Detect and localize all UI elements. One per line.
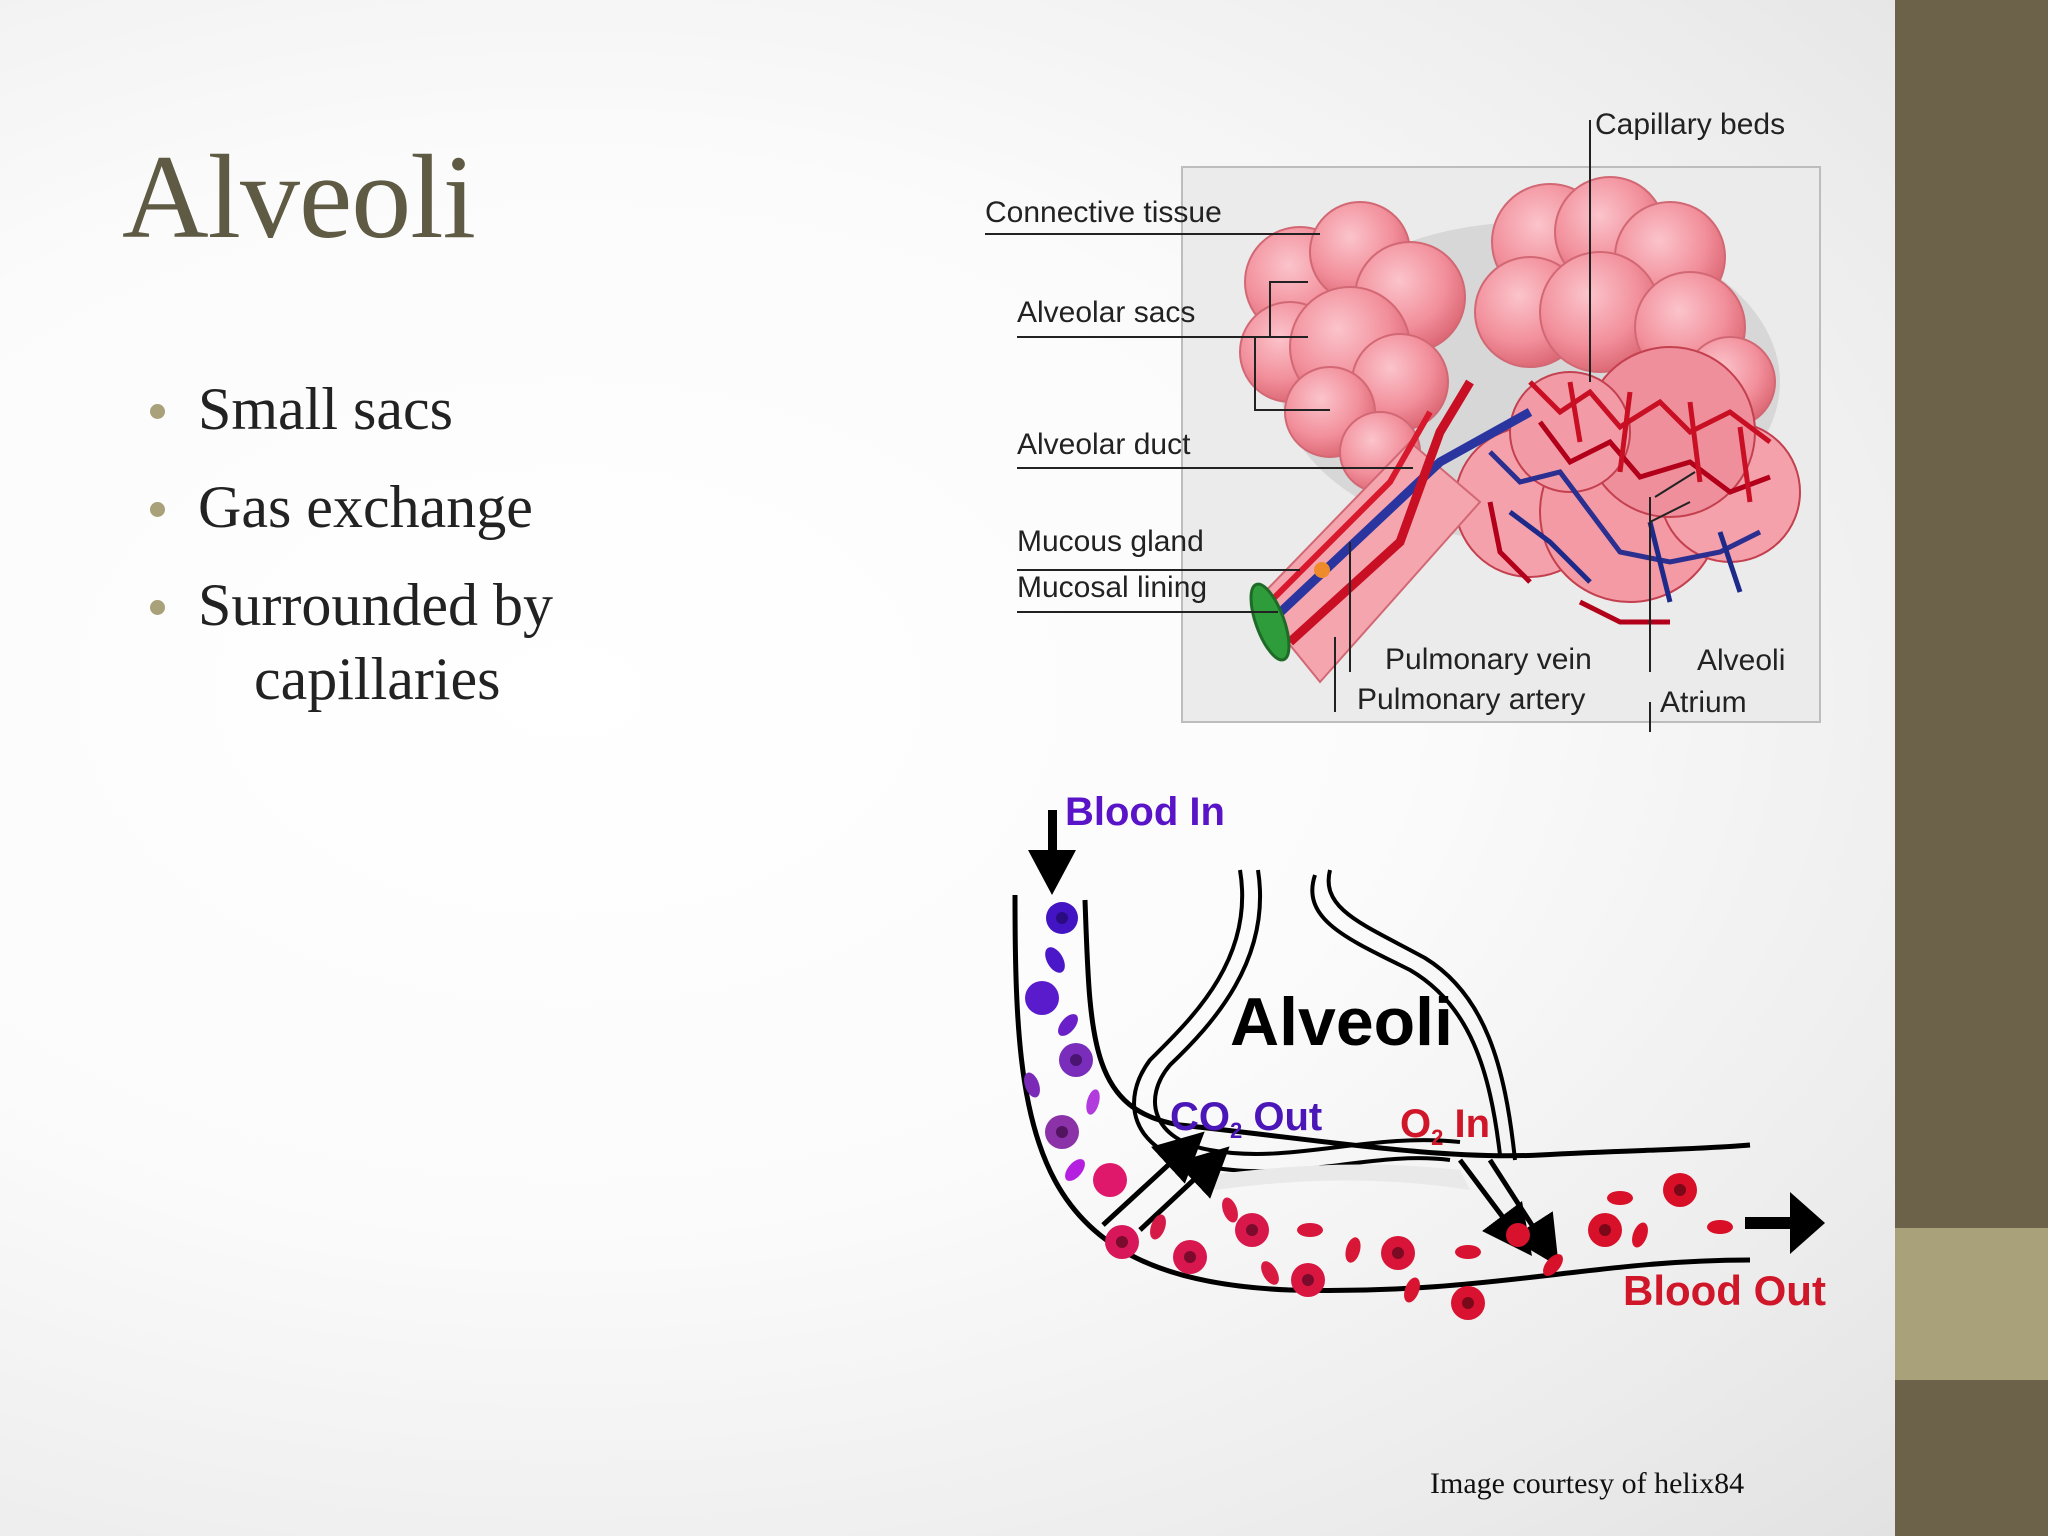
bullet-item: Gas exchange xyxy=(148,470,553,544)
blood-in-label: Blood In xyxy=(1065,790,1225,834)
label-pulmonary-artery: Pulmonary artery xyxy=(1357,683,1585,716)
label-alveolar-duct: Alveolar duct xyxy=(1017,428,1191,461)
vein-branch xyxy=(1257,410,1433,615)
blood-out-arrow-icon xyxy=(1745,1192,1825,1254)
label-alveolar-sacs: Alveolar sacs xyxy=(1017,296,1195,329)
capillary-net xyxy=(1487,380,1772,625)
co2-out-label: CO2 Out xyxy=(1170,1095,1322,1143)
blood-out-label: Blood Out xyxy=(1623,1267,1826,1314)
alveoli-label: Alveoli xyxy=(1230,984,1453,1060)
o2-in-label: O2 In xyxy=(1400,1102,1490,1150)
bullet-text: Surrounded by xyxy=(198,572,553,638)
label-connective-tissue: Connective tissue xyxy=(985,196,1222,229)
pulmonary-vein-vessel xyxy=(1286,379,1474,646)
leader-lines xyxy=(985,120,1696,732)
sidebar-accent-block xyxy=(1895,1228,2048,1380)
mucosal-lining-ring xyxy=(1249,582,1291,662)
alveoli-anatomy-diagram: Capillary beds Connective tissue Alveola… xyxy=(985,108,1821,732)
label-atrium: Atrium xyxy=(1660,686,1747,719)
bullet-dot-icon xyxy=(150,502,165,517)
blood-in-arrow-icon xyxy=(1028,810,1076,895)
label-capillary-beds: Capillary beds xyxy=(1595,108,1785,141)
oxygenated-cells xyxy=(1093,1163,1733,1320)
o2-arrows xyxy=(1458,1158,1559,1267)
label-mucous-gland: Mucous gland xyxy=(1017,525,1204,558)
bullet-item: Small sacs xyxy=(148,372,553,446)
bullet-text: Gas exchange xyxy=(198,474,533,540)
image-credit: Image courtesy of helix84 xyxy=(1430,1467,1745,1500)
co2-arrows xyxy=(1101,1131,1230,1232)
slide-title: Alveoli xyxy=(122,130,476,263)
bullet-dot-icon xyxy=(150,600,165,615)
bullet-item: Surrounded by capillaries xyxy=(148,568,553,716)
deoxygenated-cells xyxy=(1024,902,1100,1181)
alveolus-floor xyxy=(1210,1164,1470,1190)
gas-exchange-diagram: Blood In Blood Out Alveoli CO2 Out O2 In xyxy=(1012,790,1826,1320)
label-mucosal-lining: Mucosal lining xyxy=(1017,571,1207,604)
label-alveoli: Alveoli xyxy=(1697,644,1785,677)
label-pulmonary-vein: Pulmonary vein xyxy=(1385,643,1592,676)
bullet-list: Small sacs Gas exchange Surrounded by cap… xyxy=(148,372,553,740)
bullet-dot-icon xyxy=(150,404,165,419)
bullet-text-continuation: capillaries xyxy=(254,646,501,712)
bullet-text: Small sacs xyxy=(198,376,453,442)
alveolar-sac-left xyxy=(1239,201,1466,493)
mucous-gland-dot xyxy=(1314,562,1330,578)
